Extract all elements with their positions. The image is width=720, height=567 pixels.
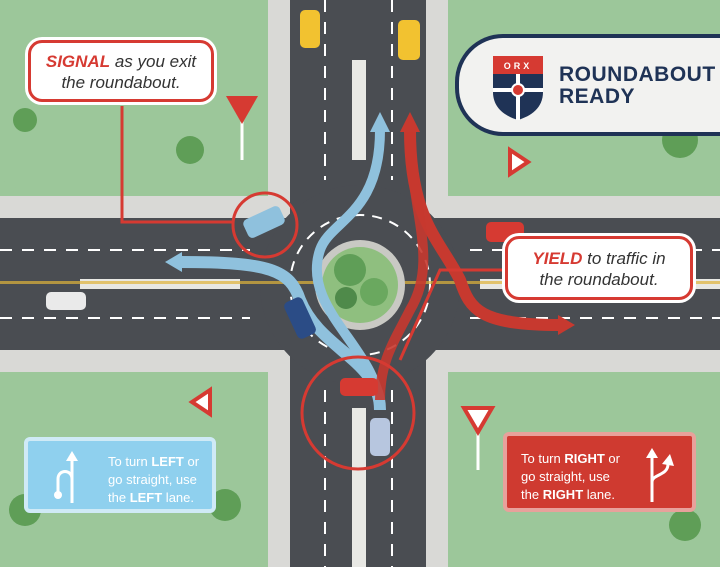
signal-keyword: SIGNAL — [45, 52, 111, 71]
right-lane-tip: To turn RIGHT or go straight, use the RI… — [503, 432, 696, 512]
orx-logo-shield: ORX — [493, 56, 543, 120]
yield-sign-icons — [188, 96, 532, 470]
center-island — [315, 240, 405, 330]
signal-text-line2: the roundabout. — [61, 73, 181, 92]
straight-arrow-blue — [311, 129, 385, 411]
tip-text: or go straight, use the — [521, 451, 620, 502]
signal-callout: SIGNAL as you exit the roundabout. — [28, 40, 214, 102]
yield-callout: YIELD to traffic in the roundabout. — [505, 236, 693, 300]
tip-text: or go straight, use the — [108, 454, 200, 505]
tip-text: lane. — [583, 487, 615, 502]
logo-title: ROUNDABOUT READY — [559, 64, 716, 108]
signal-highlight-ring — [231, 191, 299, 259]
logo-title-line2: READY — [559, 85, 636, 108]
logo-title-line1: ROUNDABOUT — [559, 63, 716, 86]
tip-text: lane. — [162, 490, 194, 505]
straight-arrow-red — [375, 129, 429, 401]
logo-banner: ORX ROUNDABOUT READY — [455, 34, 720, 136]
yield-text-line2: the roundabout. — [539, 270, 659, 289]
yield-text: to traffic in — [582, 249, 666, 268]
yield-highlight-ring — [300, 355, 416, 471]
yield-leader-line — [398, 268, 505, 361]
blue-arrowhead-up — [370, 112, 390, 132]
left-turn-lane-icon — [54, 451, 78, 503]
tip-keyword: LEFT — [129, 490, 163, 505]
blue-arrowhead-left — [165, 252, 182, 272]
tip-keyword: LEFT — [151, 454, 184, 469]
tip-keyword: RIGHT — [564, 451, 605, 466]
red-arrowhead-up — [400, 112, 420, 132]
left-lane-tip: To turn LEFT or go straight, use the LEF… — [24, 437, 216, 513]
logo-badge-text: ORX — [504, 61, 533, 71]
tip-text: To turn — [108, 454, 152, 469]
right-turn-lane-icon — [646, 448, 674, 502]
signal-leader-line — [120, 106, 233, 224]
tip-keyword: RIGHT — [542, 487, 584, 502]
yield-keyword: YIELD — [532, 249, 583, 268]
red-arrowhead-right — [558, 315, 575, 335]
signal-text: as you exit — [110, 52, 197, 71]
tip-text: To turn — [521, 451, 565, 466]
